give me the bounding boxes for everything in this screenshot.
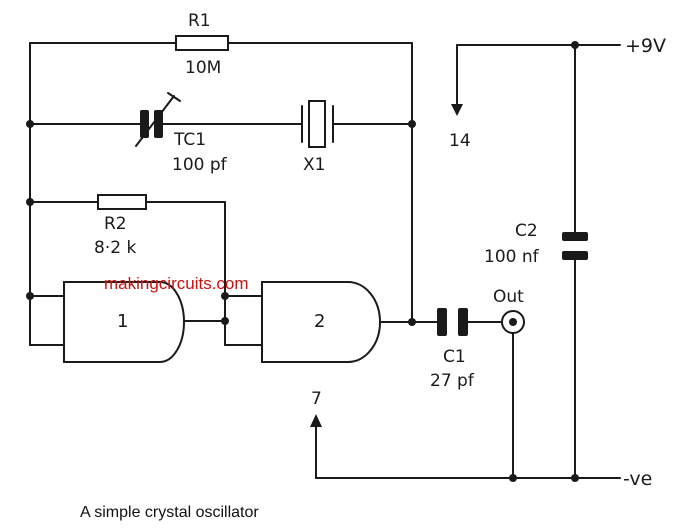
tc1-value: 100 pf	[172, 155, 228, 175]
c1-ref: C1	[443, 347, 466, 367]
r1-value: 10M	[185, 58, 221, 78]
r2-resistor	[97, 194, 147, 210]
gate-2-label: 2	[314, 311, 325, 332]
r1-ref: R1	[188, 11, 211, 31]
gate-2-nand	[261, 281, 381, 363]
output-label: Out	[493, 287, 524, 307]
c1-value: 27 pf	[430, 371, 475, 391]
x1-ref: X1	[303, 155, 325, 175]
c2-capacitor	[562, 232, 588, 260]
positive-rail-label: +9V	[625, 35, 666, 57]
pin-7-arrow	[310, 414, 322, 427]
r2-value: 8·2 k	[94, 238, 136, 258]
watermark: makingcircuits.com	[104, 274, 249, 293]
gate-1-nand	[63, 281, 185, 363]
vcc-pin-label: 14	[449, 131, 471, 151]
tc1-trimmer-capacitor	[135, 92, 181, 147]
tc1-ref: TC1	[173, 130, 206, 150]
junctions	[26, 41, 579, 482]
negative-rail-label: -ve	[623, 468, 652, 490]
r2-ref: R2	[104, 214, 127, 234]
x1-crystal	[301, 100, 334, 148]
gnd-pin-label: 7	[311, 389, 322, 409]
c2-value: 100 nf	[484, 247, 540, 267]
gate-1-label: 1	[117, 311, 128, 332]
c2-ref: C2	[515, 221, 538, 241]
r1-resistor	[175, 35, 229, 51]
output-jack	[501, 310, 525, 334]
figure-caption: A simple crystal oscillator	[80, 504, 259, 521]
pin-14-arrow	[451, 104, 463, 116]
c1-capacitor	[437, 308, 468, 336]
